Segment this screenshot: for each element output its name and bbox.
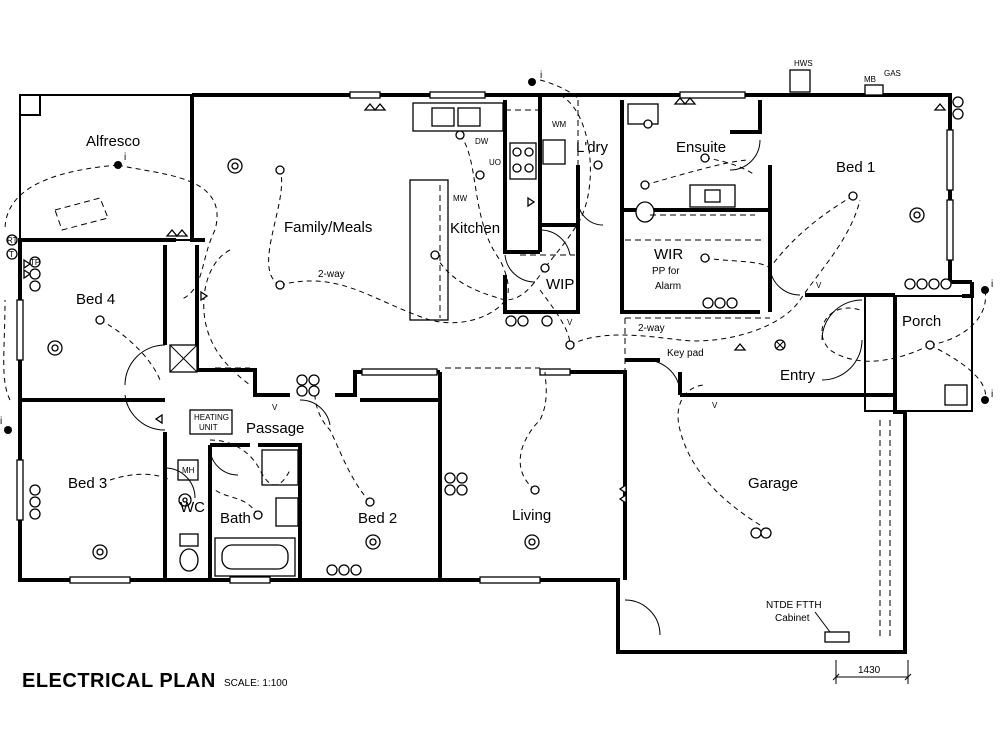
fixtures xyxy=(54,69,968,643)
i-symbol-alfresco: i xyxy=(124,152,126,163)
dw-label: DW xyxy=(475,137,489,146)
plan-scale: SCALE: 1:100 xyxy=(224,678,288,689)
room-porch: Porch xyxy=(902,313,941,330)
gas-label: GAS xyxy=(884,69,901,78)
two-way-switch-family: 2-way xyxy=(318,269,345,280)
room-ensuite: Ensuite xyxy=(676,139,726,156)
plan-annotations: 2-way 2-way PP for Alarm Key pad HEATING… xyxy=(182,266,831,633)
room-wc: WC xyxy=(180,499,205,516)
room-kitchen: Kitchen xyxy=(450,220,500,237)
ceiling-light-wc xyxy=(178,493,192,507)
ceiling-light-bed3 xyxy=(92,544,108,560)
room-garage: Garage xyxy=(748,475,798,492)
mb-label: MB xyxy=(864,75,876,84)
i-symbol-porch-bottom: i xyxy=(991,389,993,400)
power-points xyxy=(23,96,947,505)
garage-light-pair xyxy=(750,527,772,539)
ceiling-light-living xyxy=(524,534,540,550)
room-laundry: L'dry xyxy=(576,139,609,156)
key-pad-label: Key pad xyxy=(667,348,704,359)
rt-symbol-label: RT xyxy=(7,236,18,245)
windows xyxy=(16,91,954,584)
v-symbol-passage: V xyxy=(272,403,278,412)
symbol-labels: RT TP T V V V V i i i i i DW UO MW WM HW… xyxy=(0,59,993,427)
room-labels: Alfresco Family/Meals Kitchen L'dry Ensu… xyxy=(68,133,941,527)
tv-data-outlets xyxy=(6,96,964,576)
ceiling-light-bed1 xyxy=(909,207,925,223)
v-symbol-bed1: V xyxy=(816,281,822,290)
tp-symbol-label: TP xyxy=(30,258,40,267)
ceiling-light-entry xyxy=(774,339,786,351)
room-living: Living xyxy=(512,507,551,524)
room-family-meals: Family/Meals xyxy=(284,219,372,236)
wiring-runs xyxy=(3,79,986,526)
room-passage: Passage xyxy=(246,420,304,437)
v-symbol-wip: V xyxy=(567,318,573,327)
pp-for-alarm-line1: PP for xyxy=(652,266,680,277)
plan-title: ELECTRICAL PLAN xyxy=(22,670,216,692)
i-symbol-top: i xyxy=(540,70,542,81)
room-alfresco: Alfresco xyxy=(86,133,140,150)
heating-unit-line2: UNIT xyxy=(199,423,218,432)
room-entry: Entry xyxy=(780,367,816,384)
outer-walls xyxy=(18,93,974,654)
i-symbol-porch-top: i xyxy=(991,279,993,290)
pp-for-alarm-line2: Alarm xyxy=(655,281,681,292)
interior-walls xyxy=(20,95,973,580)
external-lights xyxy=(4,78,989,434)
manhole-label: MH xyxy=(182,466,195,475)
v-symbol-garage: V xyxy=(712,401,718,410)
room-bath: Bath xyxy=(220,510,251,527)
uo-label: UO xyxy=(489,158,501,167)
ceiling-light-bed2 xyxy=(365,534,381,550)
light-fixtures xyxy=(47,119,935,560)
ntde-ftth-line2: Cabinet xyxy=(775,613,810,624)
ceiling-light-bed4 xyxy=(47,340,63,356)
room-bed4: Bed 4 xyxy=(76,291,115,308)
room-wip: WIP xyxy=(546,276,574,293)
hws-label: HWS xyxy=(794,59,813,68)
dimension-marker: 1430 xyxy=(832,660,912,684)
dimension-1430: 1430 xyxy=(858,665,881,676)
mw-label: MW xyxy=(453,194,468,203)
t-symbol-label: T xyxy=(9,250,14,259)
room-bed1: Bed 1 xyxy=(836,159,875,176)
heating-unit-line1: HEATING xyxy=(194,413,229,422)
ntde-ftth-line1: NTDE FTTH xyxy=(766,600,822,611)
two-way-switch-entry: 2-way xyxy=(638,323,665,334)
ceiling-light-alfresco xyxy=(227,158,243,174)
room-wir: WIR xyxy=(654,246,683,263)
i-symbol-left: i xyxy=(0,416,2,427)
wm-label: WM xyxy=(552,120,567,129)
room-bed2: Bed 2 xyxy=(358,510,397,527)
room-bed3: Bed 3 xyxy=(68,475,107,492)
